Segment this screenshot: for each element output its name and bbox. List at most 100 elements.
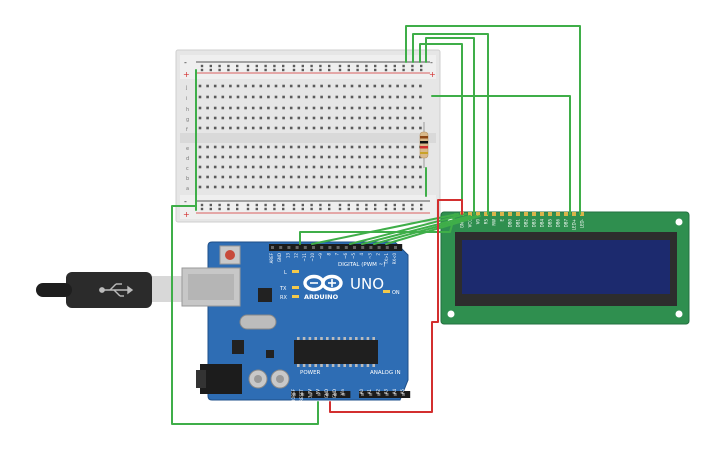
breadboard-hole [365, 106, 369, 110]
breadboard-hole [396, 95, 399, 99]
lcd-pin[interactable] [572, 212, 576, 216]
breadboard-hole [251, 155, 255, 159]
header-pin[interactable] [271, 246, 274, 249]
header-pin[interactable] [402, 393, 405, 396]
wire-5v[interactable] [329, 199, 463, 413]
breadboard-hole [198, 126, 202, 130]
lcd-pin[interactable] [580, 212, 584, 216]
header-pin[interactable] [317, 393, 321, 396]
wire-lcd-gnd-loop[interactable] [405, 25, 581, 215]
lcd-pin-label: VCC [468, 219, 473, 228]
header-pin[interactable] [394, 246, 397, 249]
breadboard-hole [319, 207, 322, 211]
lcd-pin[interactable] [548, 212, 552, 216]
wire-db5[interactable] [361, 215, 471, 245]
lcd-pin[interactable] [556, 212, 560, 216]
lcd-pin[interactable] [468, 212, 472, 216]
wire-e[interactable] [311, 213, 459, 245]
header-pin[interactable] [320, 246, 324, 249]
header-pin[interactable] [369, 393, 373, 396]
analog-header[interactable] [359, 391, 411, 398]
chip-pin [320, 364, 323, 367]
lcd-pin[interactable] [484, 212, 488, 216]
breadboard-hole [388, 165, 392, 169]
breadboard-hole [393, 64, 396, 68]
row-letter-b: b [186, 176, 189, 182]
breadboard-hole [213, 84, 217, 88]
header-pin[interactable] [328, 246, 332, 249]
header-pin[interactable] [344, 246, 348, 249]
lcd-pin[interactable] [564, 212, 568, 216]
wire-lcd-led-loop[interactable] [431, 95, 571, 215]
breadboard-hole [365, 175, 369, 179]
header-pin[interactable] [279, 246, 283, 249]
header-pin[interactable] [336, 246, 340, 249]
header-pin[interactable] [325, 393, 329, 396]
header-pin[interactable] [334, 393, 337, 396]
breadboard-hole [251, 84, 255, 88]
chip-pin [343, 337, 346, 340]
chip-pin [326, 337, 329, 340]
pin-label: A3 [384, 389, 389, 395]
wire-lcd-v0-loop[interactable] [419, 43, 463, 215]
lcd-pin[interactable] [516, 212, 520, 216]
header-pin[interactable] [293, 393, 296, 396]
breadboard-hole [373, 84, 377, 88]
breadboard-hole [229, 175, 232, 179]
resistor[interactable] [419, 122, 429, 168]
header-pin[interactable] [393, 393, 397, 396]
header-pin[interactable] [312, 246, 315, 249]
breadboard[interactable]: - + - + - + j i h g f e d c b a [175, 49, 441, 223]
digital-header[interactable] [269, 244, 403, 251]
header-pin[interactable] [385, 246, 389, 249]
header-pin[interactable] [295, 246, 299, 249]
lcd-pin[interactable] [500, 212, 504, 216]
wire-db6[interactable] [373, 215, 477, 245]
header-pin[interactable] [353, 246, 356, 249]
breadboard-hole [273, 64, 276, 68]
digital-section-label: DIGITAL (PWM ~) [338, 262, 385, 268]
wire-gnd-arduino[interactable] [171, 205, 319, 425]
lcd-pin[interactable] [532, 212, 536, 216]
header-pin[interactable] [361, 246, 365, 249]
arduino-logo-icon [303, 274, 343, 292]
breadboard-hole [411, 203, 414, 207]
lcd-pin-header[interactable] [460, 212, 584, 216]
breadboard-hole [251, 165, 255, 169]
header-pin[interactable] [309, 393, 313, 396]
breadboard-hole [246, 203, 250, 207]
header-pin[interactable] [342, 393, 346, 396]
lcd-pin[interactable] [492, 212, 496, 216]
breadboard-hole [221, 116, 225, 120]
header-pin[interactable] [301, 393, 305, 396]
breadboard-hole [236, 207, 239, 211]
breadboard-hole [259, 185, 263, 189]
breadboard-hole [267, 116, 270, 120]
lcd-pin[interactable] [540, 212, 544, 216]
power-header[interactable] [291, 391, 351, 398]
breadboard-hole [282, 203, 285, 207]
header-pin[interactable] [385, 393, 389, 396]
breadboard-hole [310, 207, 313, 211]
header-pin[interactable] [377, 393, 381, 396]
breadboard-hole [343, 145, 346, 149]
lcd-pin[interactable] [508, 212, 512, 216]
wire-lcd-rw-loop[interactable] [425, 37, 475, 215]
header-pin[interactable] [377, 246, 381, 249]
header-pin[interactable] [303, 246, 307, 249]
breadboard-hole [365, 203, 368, 207]
header-pin[interactable] [361, 393, 364, 396]
breadboard-hole [403, 185, 407, 189]
header-pin[interactable] [287, 246, 291, 249]
lcd-pin[interactable] [476, 212, 480, 216]
header-pin[interactable] [369, 246, 373, 249]
wire-db4[interactable] [349, 213, 467, 245]
wires[interactable] [171, 25, 581, 425]
lcd-pin[interactable] [524, 212, 528, 216]
breadboard-hole [236, 145, 240, 149]
wire-db7[interactable] [385, 215, 481, 245]
wire-lcd-vcc-loop[interactable] [412, 33, 489, 215]
chip-pin [297, 364, 300, 367]
